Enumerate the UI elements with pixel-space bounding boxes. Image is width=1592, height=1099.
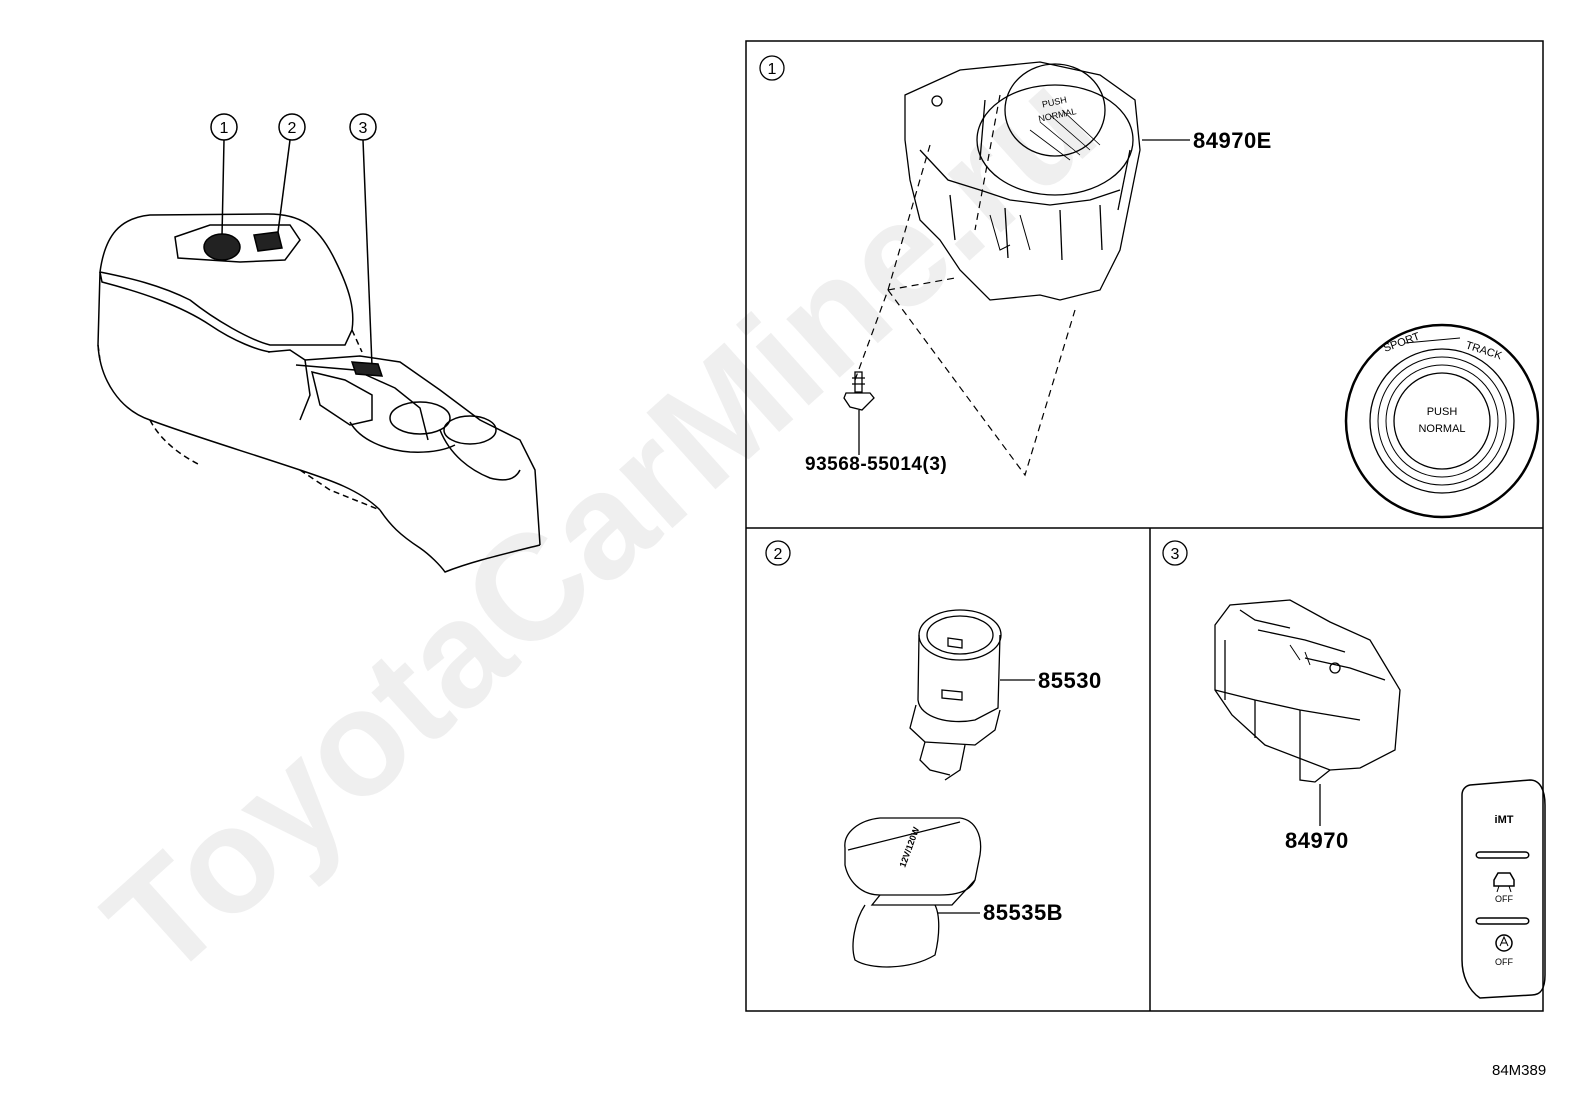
panel-1-number: 1 xyxy=(759,55,785,81)
svg-text:2: 2 xyxy=(774,546,783,563)
center-console-overview: 1 2 3 xyxy=(97,113,541,573)
drive-mode-switch-drawing: PUSH NORMAL xyxy=(904,61,1141,301)
overview-callout-3[interactable]: 3 xyxy=(349,113,377,367)
socket-cap-drawing: 12V/120W xyxy=(844,817,982,968)
button-traction-off-label[interactable]: OFF xyxy=(1495,894,1513,904)
part-number-screw[interactable]: 93568-55014(3) xyxy=(805,454,947,475)
button-imt-label[interactable]: iMT xyxy=(1495,814,1514,826)
panel-2: 2 85530 12V/120W 85535B xyxy=(765,540,1102,968)
svg-text:1: 1 xyxy=(220,120,229,137)
svg-text:2: 2 xyxy=(288,120,297,137)
assembly-dashed-lines xyxy=(854,94,1076,477)
screw-drawing xyxy=(843,371,875,455)
knob-detail-view: SPORT TRACK PUSH NORMAL xyxy=(1344,323,1540,519)
diagram-code: 84M389 xyxy=(1492,1062,1546,1079)
power-socket-drawing xyxy=(909,609,1002,781)
part-number-drive-mode-switch[interactable]: 84970E xyxy=(1193,128,1272,153)
svg-text:1: 1 xyxy=(768,61,777,78)
panel-2-number: 2 xyxy=(765,540,791,566)
watermark: ToyotaCarMine.ru xyxy=(74,38,1126,1009)
svg-text:12V/120W: 12V/120W xyxy=(897,825,921,868)
svg-text:PUSH: PUSH xyxy=(1427,406,1458,418)
switch-front-view xyxy=(1461,779,1546,999)
overview-callout-2[interactable]: 2 xyxy=(277,113,306,233)
panel-3-number: 3 xyxy=(1162,540,1188,566)
svg-text:3: 3 xyxy=(359,120,368,137)
button-auto-stop-off-label[interactable]: OFF xyxy=(1495,957,1513,967)
part-number-switch-assembly[interactable]: 84970 xyxy=(1285,828,1349,853)
switch-assembly-drawing xyxy=(1214,599,1401,783)
svg-text:3: 3 xyxy=(1171,546,1180,563)
part-number-power-socket[interactable]: 85530 xyxy=(1038,668,1102,693)
svg-text:NORMAL: NORMAL xyxy=(1418,423,1465,435)
part-number-socket-cap[interactable]: 85535B xyxy=(983,900,1063,925)
overview-callout-1[interactable]: 1 xyxy=(210,113,238,237)
panel-3: 3 84970 iMT OFF xyxy=(1162,540,1546,999)
panel-1: 1 PUSH NORMAL xyxy=(759,55,1540,519)
panel-frames xyxy=(745,40,1544,1012)
